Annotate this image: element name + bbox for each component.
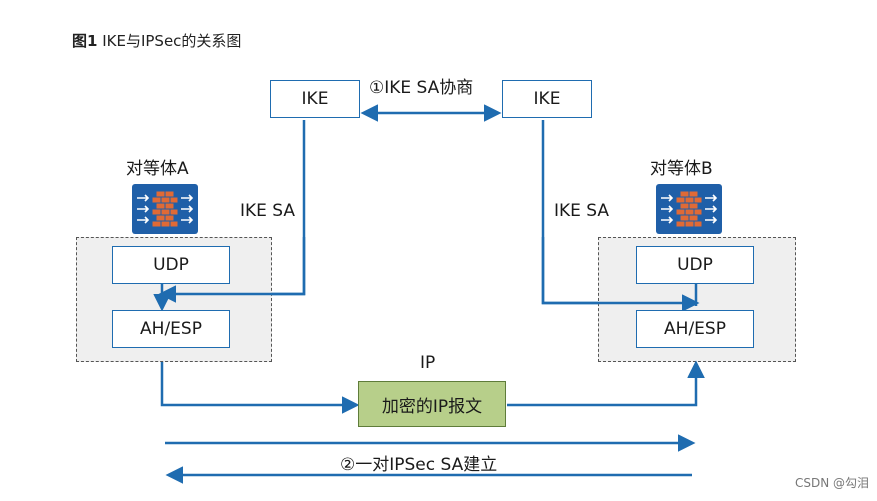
peer-b-ah-esp-box: AH/ESP — [636, 310, 754, 348]
ike-box-left: IKE — [270, 80, 360, 118]
figure-caption: IKE与IPSec的关系图 — [102, 32, 242, 50]
peer-b-udp-box: UDP — [636, 246, 754, 284]
ip-label: IP — [420, 353, 436, 373]
encrypted-packet-box: 加密的IP报文 — [358, 381, 506, 427]
ike-box-left-label: IKE — [301, 89, 329, 109]
peer-a-ah-esp-label: AH/ESP — [140, 319, 202, 339]
peer-a-label: 对等体A — [126, 159, 189, 179]
ike-sa-left-label: IKE SA — [240, 201, 296, 221]
firewall-icon — [656, 184, 722, 234]
peer-a-udp-label: UDP — [153, 255, 189, 275]
figure-number: 图1 — [72, 32, 98, 50]
peer-b-label: 对等体B — [650, 159, 713, 179]
peer-b-udp-label: UDP — [677, 255, 713, 275]
ike-sa-left-path-overlay — [158, 237, 306, 303]
figure-title: 图1 IKE与IPSec的关系图 — [72, 30, 241, 51]
ike-box-right-label: IKE — [533, 89, 561, 109]
ike-negotiation-label: ①IKE SA协商 — [367, 73, 476, 98]
peer-a-ah-esp-box: AH/ESP — [112, 310, 230, 348]
watermark: CSDN @勾泪 — [794, 476, 869, 490]
firewall-icon — [132, 184, 198, 234]
ike-box-right: IKE — [502, 80, 592, 118]
encrypted-packet-label: 加密的IP报文 — [381, 396, 483, 417]
peer-a-udp-box: UDP — [112, 246, 230, 284]
ike-sa-right-path-overlay — [541, 237, 700, 312]
ipsec-sa-label: ②一对IPSec SA建立 — [340, 455, 498, 475]
ike-sa-right-label: IKE SA — [554, 201, 610, 221]
packet-in-path — [160, 362, 360, 414]
peer-b-ah-esp-label: AH/ESP — [664, 319, 726, 339]
